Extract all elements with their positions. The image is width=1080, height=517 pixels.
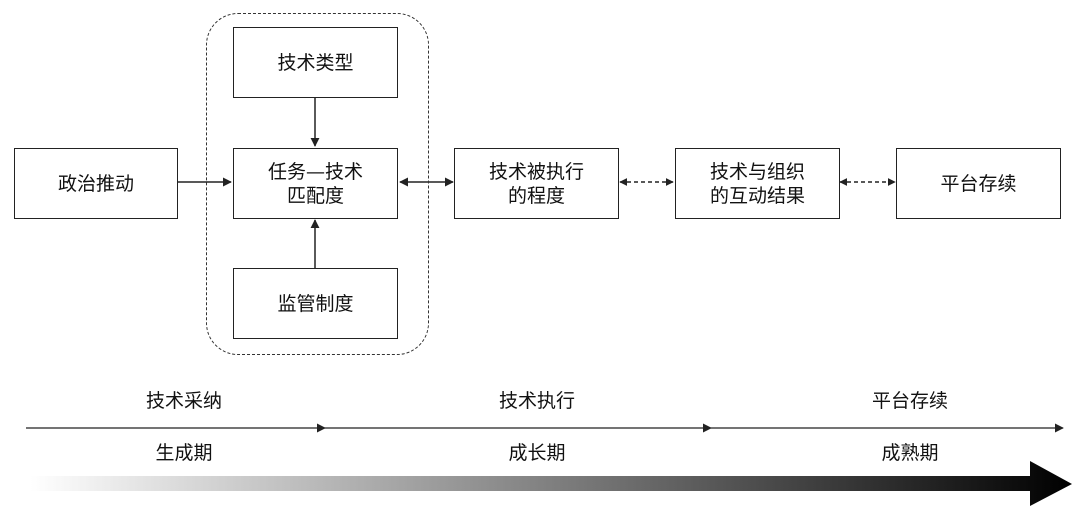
node-platform-survival: 平台存续 [896,148,1061,219]
period-label-3: 成熟期 [881,442,939,464]
node-tech-type-label: 技术类型 [277,51,354,74]
node-interaction-result: 技术与组织 的互动结果 [675,148,840,219]
period-label-1: 生成期 [155,442,213,464]
node-regulation: 监管制度 [233,268,398,339]
node-political-push-label: 政治推动 [57,172,134,195]
node-regulation-label: 监管制度 [277,292,354,315]
node-tech-type: 技术类型 [233,27,398,98]
node-political-push: 政治推动 [14,148,178,219]
stage-label-2: 技术执行 [498,390,575,412]
node-execution-degree: 技术被执行 的程度 [454,148,619,219]
stage-label-3: 平台存续 [871,390,948,412]
node-execution-degree-label: 技术被执行 的程度 [488,160,584,207]
node-platform-survival-label: 平台存续 [940,172,1017,195]
period-label-2: 成长期 [508,442,566,464]
fit-group-outline [206,13,429,355]
node-interaction-result-label: 技术与组织 的互动结果 [709,160,805,207]
node-task-tech-fit-label: 任务—技术 匹配度 [267,160,363,207]
stage-label-1: 技术采纳 [145,390,222,412]
node-task-tech-fit: 任务—技术 匹配度 [233,148,398,219]
gradient-progress-arrow [30,461,1072,506]
